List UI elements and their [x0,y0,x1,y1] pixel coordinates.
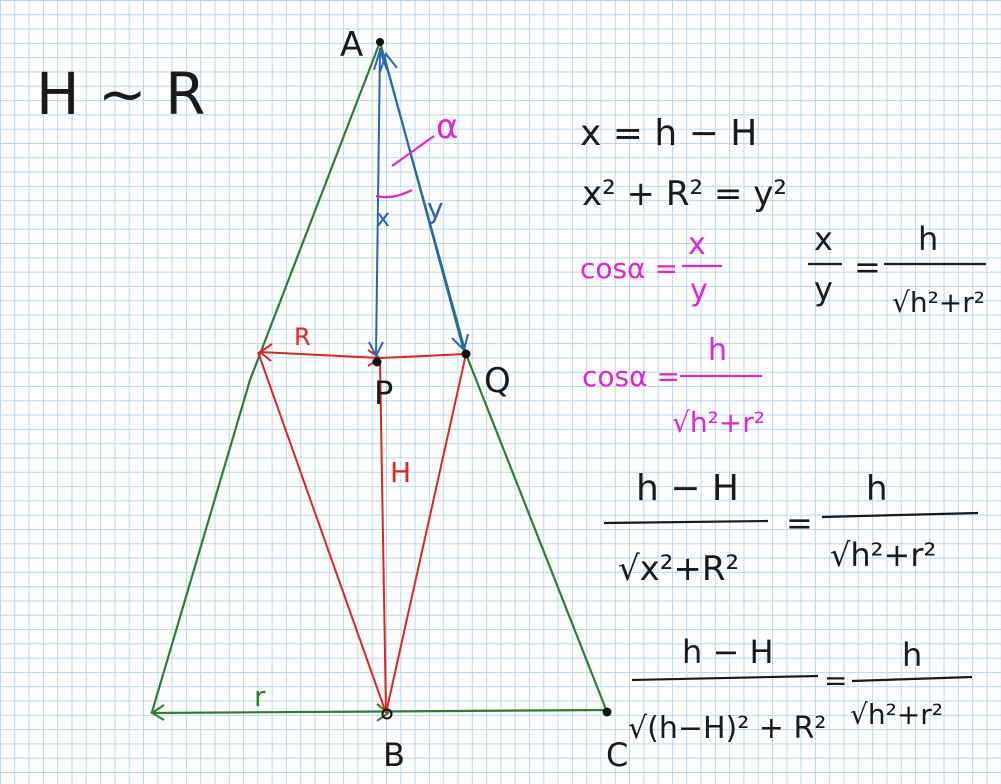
label-r: r [254,680,266,713]
heading: H ∼ R [36,60,205,128]
step1-lnum: h − H [636,468,739,509]
point-B [381,708,393,720]
label-H: H [390,456,411,489]
R-arrow-right [367,349,382,367]
point-C [602,707,612,717]
cos2-den: √h²+r² [672,406,765,439]
point-P [372,357,382,367]
label-alpha: α [436,107,458,147]
label-C: C [606,736,628,774]
step1-rnum: h [866,469,888,509]
segment-R [259,351,381,359]
segment-left-to-B [257,351,387,714]
label-P: P [374,374,393,412]
label-y: y [427,192,444,225]
ratio-rnum: h [918,220,938,258]
cos1-den: y [690,273,708,308]
step2-rden: √h²+r² [850,698,943,731]
step2-lden: √(h−H)² + R² [628,711,826,746]
x-arrow-top [373,46,388,71]
cos2-lhs: cosα = [582,360,680,393]
angle-alpha-pointer [391,135,435,167]
eq-x-def: x = h − H [580,113,757,154]
point-Q [461,349,471,359]
ratio-eq: = [854,248,881,286]
step2-eq: = [824,664,847,697]
ratio-lden: y [814,270,833,308]
step2-rnum: h [902,636,922,674]
step1-rbar [821,511,979,519]
eq-pythagoras: x² + R² = y² [582,174,787,214]
cos2-num: h [708,333,727,368]
point-A [376,38,384,46]
step1-rden: √h²+r² [830,536,936,574]
y-arrow-top [379,51,398,73]
ratio-rden: √h²+r² [892,286,985,319]
x-arrow-head [368,341,384,359]
label-Q: Q [484,361,511,401]
angle-alpha-arc [375,189,413,199]
base-line [151,708,608,715]
segment-PB [379,361,387,714]
step2-lnum: h − H [682,633,774,671]
segment-x [375,47,381,356]
cos1-lhs: cosα = [580,252,678,285]
base-arrow-left [150,704,165,721]
step1-lden: √x²+R² [618,549,739,589]
step2-rbar [851,675,973,683]
R-arrow-left [258,343,273,362]
label-A: A [340,25,363,65]
segment-y [383,54,464,349]
label-x: x [376,204,390,232]
label-R: R [294,323,311,351]
step2-lbar [631,674,819,682]
step1-eq: = [786,504,813,542]
cos1-num: x [688,227,706,262]
triangle-side-AB-left [150,40,382,714]
step1-lbar [603,519,769,525]
segment-Q-to-B [385,353,467,714]
ratio-lnum: x [814,220,833,258]
base-arrow-right [376,703,390,722]
label-B: B [383,736,405,774]
segment-PQ [379,353,467,359]
